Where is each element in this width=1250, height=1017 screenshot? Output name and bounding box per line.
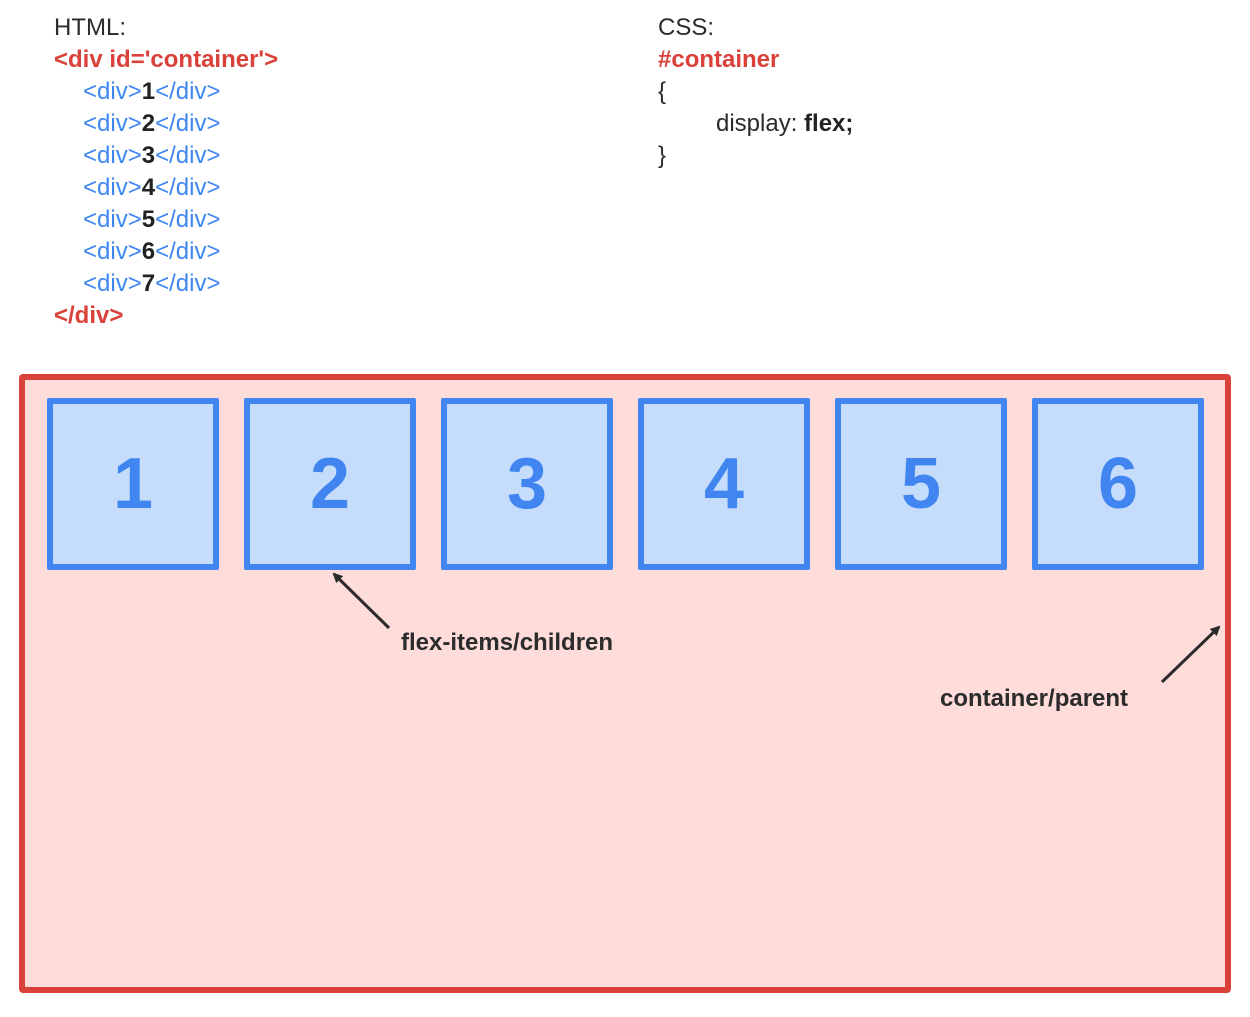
div-open-tag: <div>	[83, 110, 142, 137]
html-label: HTML:	[54, 14, 126, 41]
child-line-2: <div>2</div>	[54, 108, 278, 140]
child-number: 3	[141, 142, 156, 169]
div-close-tag: </div>	[155, 206, 221, 233]
div-open-tag: <div>	[83, 238, 142, 265]
child-number: 1	[141, 78, 156, 105]
div-close-tag: </div>	[155, 174, 221, 201]
flex-container-box	[19, 374, 1231, 993]
child-number: 7	[141, 270, 156, 297]
container-open-tag: <div id='container'>	[54, 46, 279, 73]
html-code-block: HTML: <div id='container'> <div>1</div> …	[54, 12, 278, 332]
flex-item-2: 2	[244, 398, 416, 570]
css-label: CSS:	[658, 14, 715, 41]
child-number: 2	[141, 110, 156, 137]
div-open-tag: <div>	[83, 78, 142, 105]
css-value: flex;	[804, 110, 854, 137]
div-open-tag: <div>	[83, 142, 142, 169]
flex-item-3: 3	[441, 398, 613, 570]
container-close-tag: </div>	[54, 302, 124, 329]
div-open-tag: <div>	[83, 270, 142, 297]
div-close-tag: </div>	[155, 142, 221, 169]
css-property: display:	[716, 110, 798, 137]
child-line-1: <div>1</div>	[54, 76, 278, 108]
css-declaration: display: flex;	[658, 108, 853, 140]
container-label: container/parent	[940, 685, 1129, 712]
child-line-7: <div>7</div>	[54, 268, 278, 300]
flex-item-6: 6	[1032, 398, 1204, 570]
div-close-tag: </div>	[155, 110, 221, 137]
child-number: 4	[141, 174, 156, 201]
container-arrow	[1160, 625, 1221, 684]
flex-item-4: 4	[638, 398, 810, 570]
div-close-tag: </div>	[155, 78, 221, 105]
child-line-4: <div>4</div>	[54, 172, 278, 204]
div-open-tag: <div>	[83, 174, 142, 201]
child-line-3: <div>3</div>	[54, 140, 278, 172]
css-open-brace: {	[658, 78, 667, 105]
flex-item-5: 5	[835, 398, 1007, 570]
div-close-tag: </div>	[155, 270, 221, 297]
flex-items-label: flex-items/children	[401, 629, 614, 656]
css-close-brace: }	[658, 142, 667, 169]
flex-item-1: 1	[47, 398, 219, 570]
css-code-block: CSS: #container { display: flex; }	[658, 12, 853, 172]
items-arrow	[332, 572, 391, 630]
css-selector: #container	[658, 46, 780, 73]
div-close-tag: </div>	[155, 238, 221, 265]
child-number: 6	[141, 238, 156, 265]
div-open-tag: <div>	[83, 206, 142, 233]
child-number: 5	[141, 206, 156, 233]
child-line-5: <div>5</div>	[54, 204, 278, 236]
child-line-6: <div>6</div>	[54, 236, 278, 268]
